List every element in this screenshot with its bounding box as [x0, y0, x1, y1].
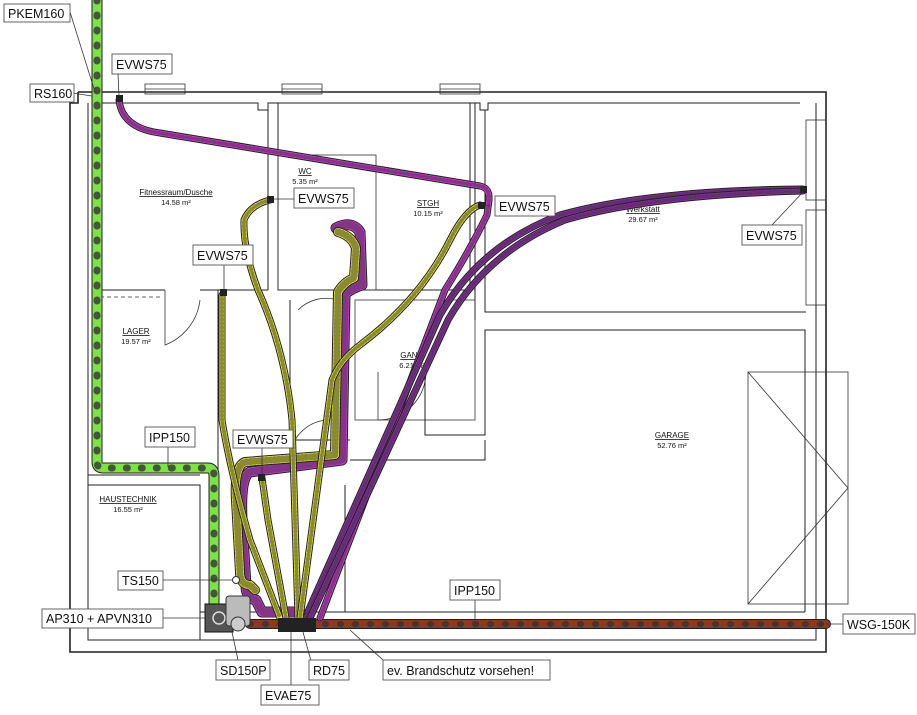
valve-stgh	[478, 202, 485, 209]
fitting-circle-icon	[230, 616, 246, 632]
duct-network	[91, 0, 831, 629]
tag-evws75-stgh: EVWS75	[494, 195, 556, 217]
tag-ts150-text: TS150	[122, 574, 159, 588]
valves	[116, 95, 807, 481]
room-stgh-area: 10.15 m²	[413, 209, 443, 218]
tag-evws75-center-text: EVWS75	[237, 433, 288, 447]
duct-werkstatt-purple-a-outline	[301, 185, 807, 622]
tag-rs160: RS160	[29, 83, 75, 103]
valve-fitness	[116, 95, 123, 102]
duct-wc-branch-yellow-hatch	[241, 198, 300, 620]
leader-lines	[69, 11, 843, 685]
room-gang-name: GANG	[400, 351, 424, 360]
room-fitness-name: Fitnessraum/Dusche	[139, 188, 213, 197]
duct-center-yellow	[258, 474, 290, 622]
duct-center-yellow-hatch	[260, 476, 288, 620]
tag-evws75-werkstatt-text: EVWS75	[746, 229, 797, 243]
tag-ap310-text: AP310 + APVN310	[46, 612, 152, 626]
duct-werkstatt-purple-a-hatch	[303, 187, 805, 620]
duct-werkstatt-purple-a	[301, 185, 807, 622]
tag-brandschutz-text: ev. Brandschutz vorsehen!	[387, 664, 534, 678]
valve-werkstatt	[800, 186, 807, 193]
room-lager: LAGER 19.57 m²	[121, 327, 151, 346]
duct-wc-magenta-hatch	[237, 220, 366, 616]
tag-evws75-lager: EVWS75	[192, 244, 254, 266]
room-gang: GANG 6.21 m²	[399, 351, 425, 370]
duct-stgh-yellow-hatch	[298, 203, 482, 620]
duct-lager-yellow-hatch	[220, 293, 282, 620]
duct-fitness-purple	[115, 96, 493, 622]
room-wc: WC 5.35 m²	[292, 167, 318, 186]
tag-ipp150-left-text: IPP150	[149, 431, 190, 445]
valve-wc	[267, 196, 274, 203]
duct-supply-green-hatch	[93, 0, 218, 608]
duct-stgh-yellow	[296, 201, 484, 622]
room-lager-area: 19.57 m²	[121, 337, 151, 346]
duct-werkstatt-purple-b-fill	[307, 188, 806, 621]
fan-icon	[212, 611, 226, 625]
room-wc-area: 5.35 m²	[292, 177, 318, 186]
room-fitness: Fitnessraum/Dusche 14.58 m²	[139, 188, 213, 207]
duct-fitness-purple-hatch	[117, 98, 492, 620]
room-fitness-area: 14.58 m²	[161, 198, 191, 207]
tag-evws75-lager-text: EVWS75	[197, 249, 248, 263]
tag-evws75-werkstatt: EVWS75	[741, 224, 803, 246]
tag-rd75-text: RD75	[313, 664, 345, 678]
tag-sd150p: SD150P	[215, 659, 271, 681]
ts150-piece	[232, 576, 240, 584]
tag-rs160-text: RS160	[34, 87, 72, 101]
room-garage-area: 52.76 m²	[657, 441, 687, 450]
room-werkstatt: Werkstatt 29.67 m²	[626, 205, 660, 224]
valve-lager	[220, 289, 227, 296]
tag-pkem160-text: PKEM160	[8, 7, 64, 21]
duct-lager-yellow	[218, 291, 284, 622]
room-stgh-name: STGH	[417, 199, 439, 208]
tag-evae75-text: EVAE75	[265, 689, 311, 703]
tag-evae75: EVAE75	[260, 684, 320, 706]
duct-wc-magenta	[236, 219, 368, 618]
tag-wsg150k: WSG-150K	[842, 613, 916, 635]
tag-ap310: AP310 + APVN310	[41, 608, 164, 629]
tag-wsg150k-text: WSG-150K	[847, 618, 911, 632]
tag-brandschutz: ev. Brandschutz vorsehen!	[382, 659, 551, 681]
room-garage-name: GARAGE	[655, 431, 689, 440]
room-werkstatt-area: 29.67 m²	[628, 215, 658, 224]
duct-wc-branch-yellow	[240, 196, 302, 622]
tag-sd150p-text: SD150P	[220, 664, 267, 678]
room-haustechnik: HAUSTECHNIK 16.55 m²	[99, 495, 157, 514]
room-stgh: STGH 10.15 m²	[413, 199, 443, 218]
duct-werkstatt-purple-b-hatch	[308, 189, 805, 620]
tag-pkem160: PKEM160	[3, 3, 71, 23]
tag-evws75-fitness-text: EVWS75	[116, 58, 167, 72]
duct-werkstatt-purple-b	[306, 187, 807, 622]
room-wc-name: WC	[298, 167, 312, 176]
tag-evws75-center: EVWS75	[232, 429, 294, 449]
floor-plan-walls	[69, 83, 849, 653]
tag-ts150: TS150	[117, 570, 164, 591]
room-lager-name: LAGER	[122, 327, 149, 336]
tag-ipp150-left: IPP150	[144, 426, 196, 448]
tag-evws75-fitness: EVWS75	[111, 53, 173, 75]
tag-evws75-stgh-text: EVWS75	[499, 200, 550, 214]
room-gang-area: 6.21 m²	[399, 361, 425, 370]
room-haustechnik-name: HAUSTECHNIK	[99, 495, 157, 504]
room-garage: GARAGE 52.76 m²	[655, 431, 689, 450]
tag-evws75-wc: EVWS75	[293, 187, 355, 209]
room-werkstatt-name: Werkstatt	[626, 205, 660, 214]
duct-supply-green	[91, 0, 220, 610]
valve-center	[258, 474, 265, 481]
duct-werkstatt-purple-a-fill	[302, 186, 806, 621]
tag-evws75-wc-text: EVWS75	[298, 192, 349, 206]
tag-ipp150-bottom-text: IPP150	[454, 584, 495, 598]
tag-rd75: RD75	[308, 659, 350, 681]
tag-ipp150-bottom: IPP150	[449, 579, 501, 601]
evae75-manifold	[278, 618, 316, 632]
room-haustechnik-area: 16.55 m²	[113, 505, 143, 514]
duct-werkstatt-purple-b-outline	[306, 187, 807, 622]
